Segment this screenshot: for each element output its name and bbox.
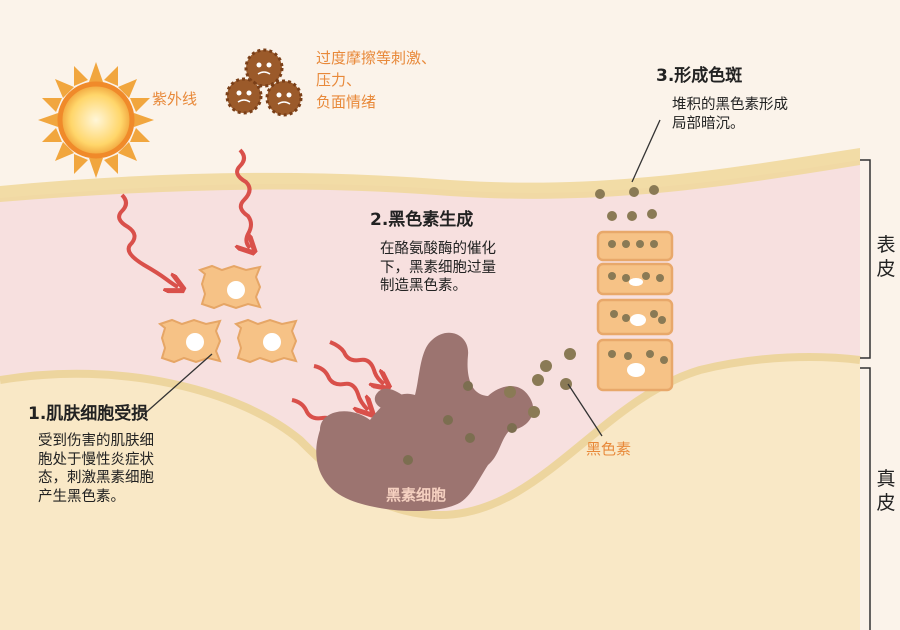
layer-brackets <box>860 159 871 630</box>
uv-arrow-2 <box>329 340 384 384</box>
stimuli-arrow <box>237 148 251 248</box>
melanocyte-branch <box>374 388 404 410</box>
stimuli-label: 过度摩擦等刺激、 压力、 负面情绪 <box>316 49 437 111</box>
melanocyte-shape <box>316 332 534 512</box>
skin-cell <box>157 318 222 364</box>
uv-arrow-3 <box>313 364 368 410</box>
dermis-label: 真皮 <box>876 468 896 514</box>
stacked-melanin <box>608 240 668 364</box>
step-3-title: 3.形成色斑 <box>656 66 743 86</box>
melanocyte-granules <box>403 381 517 465</box>
uv-label: 紫外线 <box>152 90 198 108</box>
step-1-title: 1.肌肤细胞受损 <box>28 404 149 424</box>
melanocyte-label: 黑素细胞 <box>386 486 447 504</box>
stimulus-arrows <box>117 148 384 446</box>
skin-cell <box>197 264 262 310</box>
sun-icon <box>38 62 154 178</box>
epidermis-label: 表皮 <box>876 234 896 280</box>
leader-lines <box>141 119 661 437</box>
dermis-layer <box>0 357 860 630</box>
step-2-title: 2.黑色素生成 <box>370 210 474 230</box>
step-3-body: 堆积的黑色素形成 局部暗沉。 <box>672 97 788 132</box>
uv-arrow <box>117 193 178 287</box>
dermis-boundary <box>0 353 861 520</box>
stacked-nuclei <box>627 278 646 377</box>
epidermis-top-band <box>0 148 860 202</box>
step-1-body: 受到伤害的肌肤细 胞处于慢性炎症状 态，刺激黑素细胞 产生黑色素。 <box>38 433 154 505</box>
stimuli-icon <box>225 48 303 117</box>
step-2-body: 在酪氨酸酶的催化 下，黑素细胞过量 制造黑色素。 <box>380 241 496 295</box>
skin-cells <box>157 264 298 364</box>
skin-cell <box>233 318 298 364</box>
melanin-label: 黑色素 <box>586 440 632 458</box>
melanin-granules <box>504 185 659 418</box>
